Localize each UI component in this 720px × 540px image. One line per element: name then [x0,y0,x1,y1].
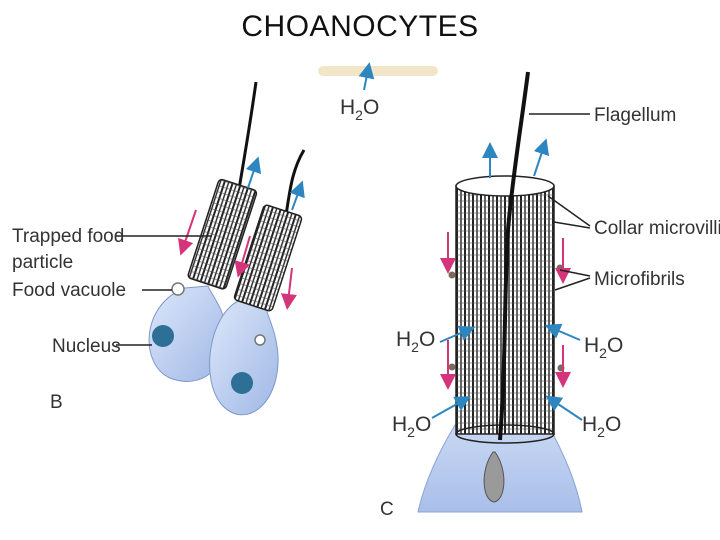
page-title: CHOANOCYTES [241,10,479,43]
label-collar-microvilli: Collar microvilli [594,218,720,239]
collar-cell-1 [187,178,258,290]
water-arrow-in-right-lower [545,395,583,421]
leader-collar-1 [547,195,591,227]
label-microfibrils: Microfibrils [594,269,685,290]
nucleus-cell-1 [152,325,174,347]
panel-b-choanocytes [116,81,306,416]
water-arrow-in-left-upper [439,325,476,343]
flagellum-cell-2 [284,149,306,216]
label-flagellum: Flagellum [594,105,676,126]
nucleus-cell-2 [231,372,253,394]
flagellum-c [498,71,530,441]
cell-body-2 [209,299,279,416]
water-arrow-in-left-lower [431,396,471,419]
h2o-label-left-lower: H2O [392,413,431,440]
leader-collar-2 [553,221,591,229]
label-food-vacuole: Food vacuole [12,280,126,301]
h2o-label-right-lower: H2O [582,413,621,440]
water-arrow-out-2 [533,138,550,177]
cropped-image-fragment [318,62,438,91]
collar-cell-2 [233,204,303,312]
food-vacuole-cell-1 [171,282,185,296]
water-arrow-b1 [245,156,262,189]
food-vacuole-cell-2 [254,334,266,346]
food-arrow-b2 [234,235,251,278]
h2o-label-top: H2O [340,96,379,123]
basal-body [483,451,505,503]
panel-b-letter: B [50,392,63,413]
h2o-label-right-upper: H2O [584,334,623,361]
label-nucleus: Nucleus [52,336,121,357]
label-trapped-food-line2: particle [12,252,73,273]
water-arrow-b2 [289,180,305,211]
food-arrow-b3 [280,267,297,310]
panel-c-letter: C [380,499,394,520]
leader-microfibrils-1 [559,269,591,277]
water-arrow-in-right-upper [544,323,581,341]
leader-microfibrils-2 [554,277,591,291]
food-arrow-b1 [178,209,197,256]
cell-body-1 [148,285,227,382]
h2o-label-left-upper: H2O [396,328,435,355]
collar-rim [455,175,555,197]
flagellum-cell-1 [236,81,258,196]
label-trapped-food: Trapped food [12,226,124,247]
panel-c-choanocyte [417,71,591,513]
